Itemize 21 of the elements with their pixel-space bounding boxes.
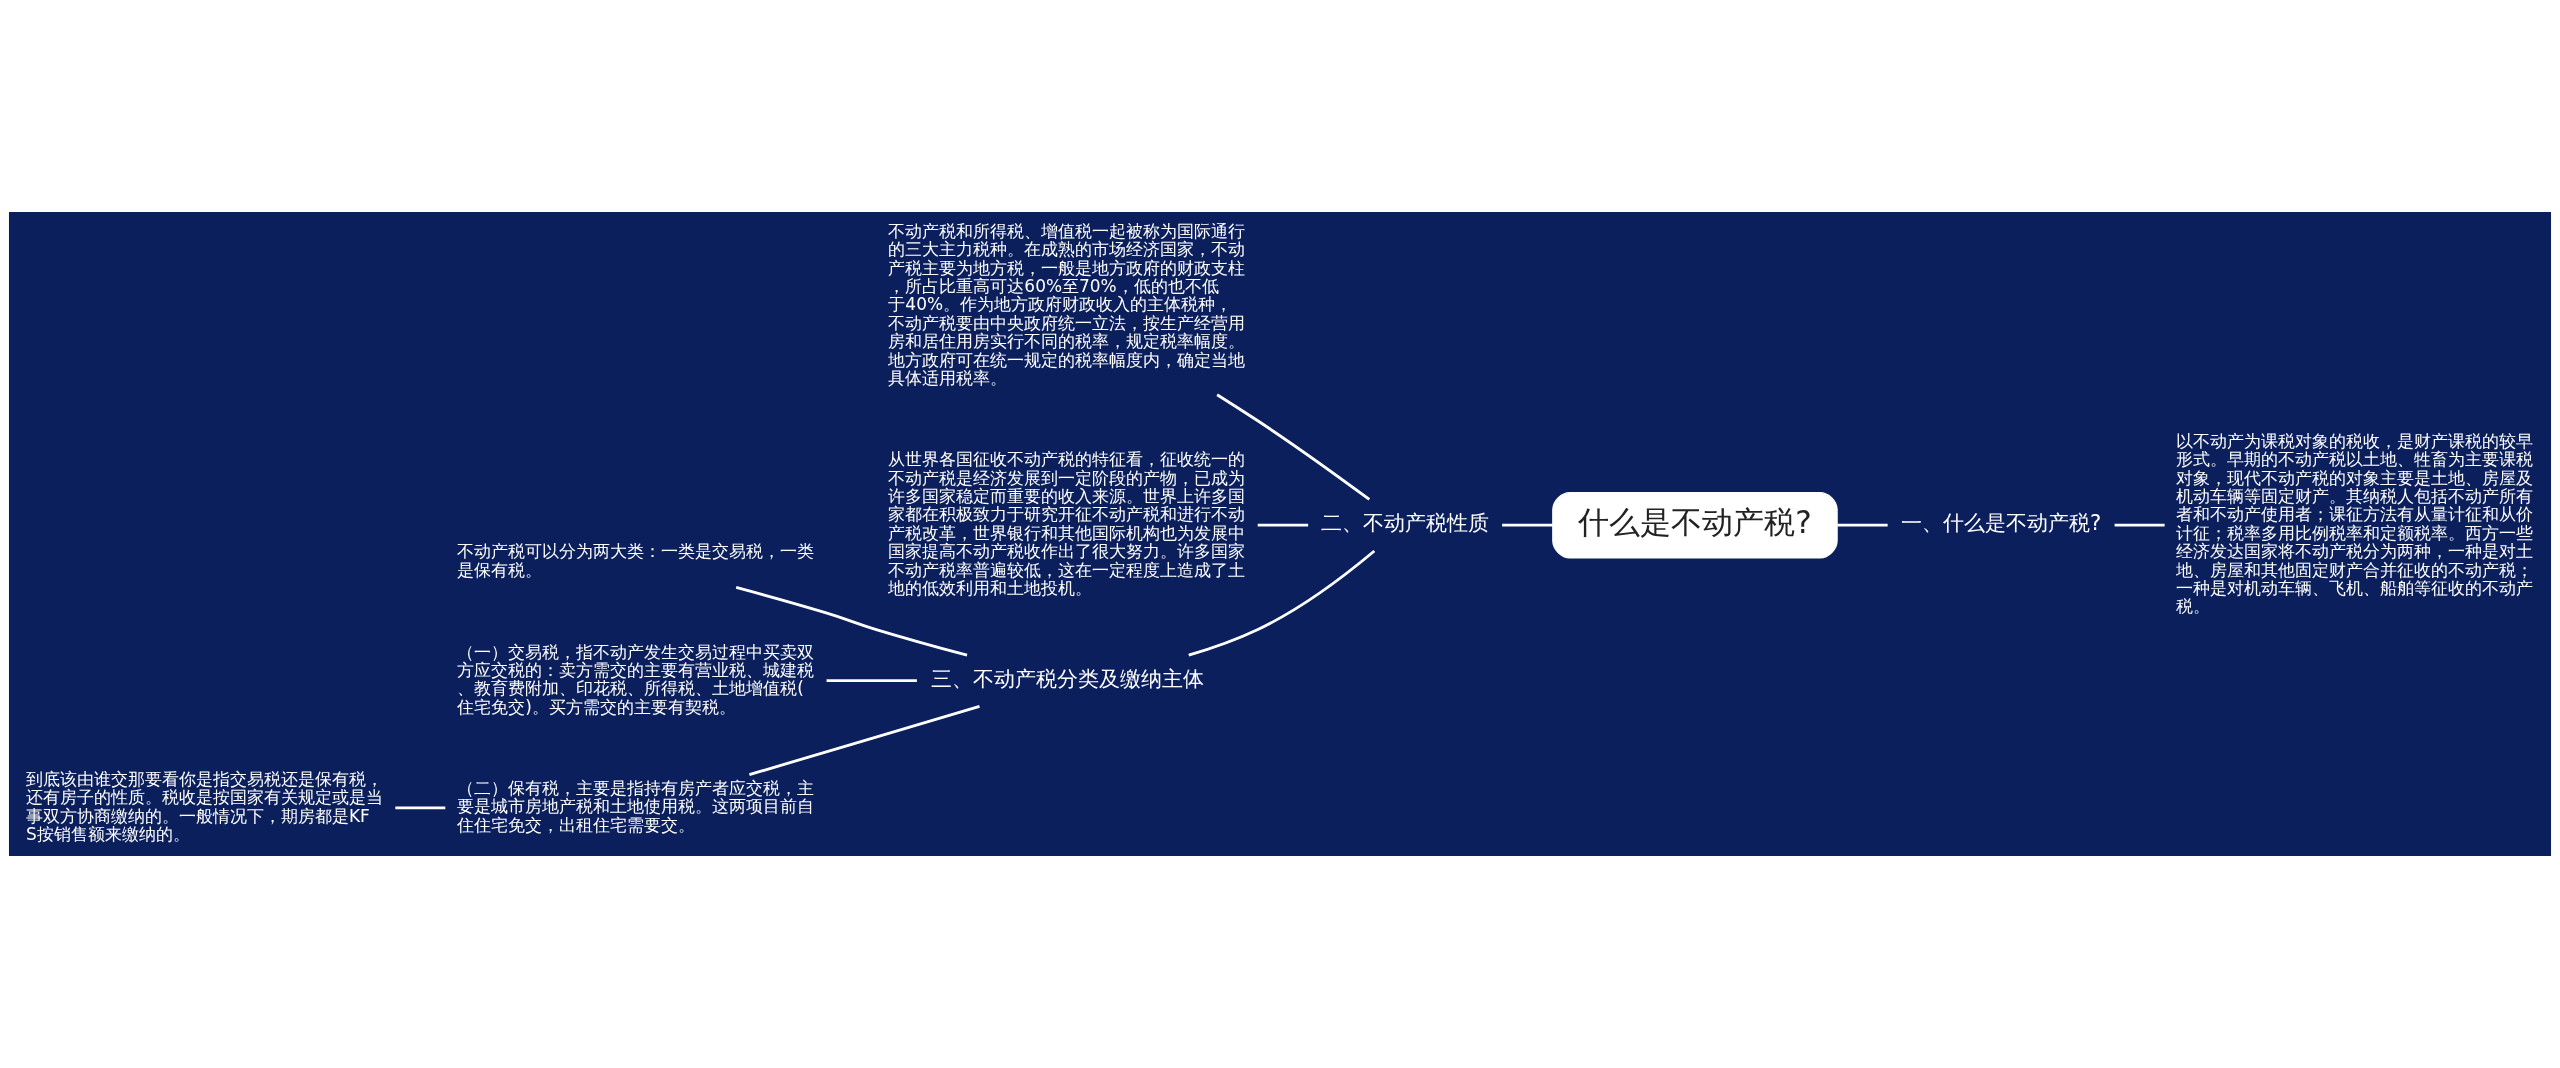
- connector: [2114, 523, 2165, 527]
- connector: [1837, 523, 1888, 527]
- connector: [1188, 549, 1376, 657]
- node-box: 什么是不动产税?: [1552, 491, 1838, 559]
- node-text: 不动产税和所得税、增值税一起被称为国际通行的三大主力税种。在成熟的市场经济国家，不动产税主要为地方税，一般是地方政府的财政支柱，所占比重高可达60%至70%，低的也不低于40%。作为地方政府财政收入的主体税种，不动产税要由中央政府统一立法，按生产经营用房和居住用房实行不同的税率，规定税率幅度。地方政府可在统一规定的税率幅度内，确定当地具体适用税率。: [888, 220, 1246, 388]
- connector: [749, 704, 980, 776]
- connector: [395, 806, 446, 810]
- node-text: 一、什么是不动产税?: [1900, 510, 2102, 536]
- connector: [1257, 523, 1309, 527]
- connector: [1502, 523, 1553, 527]
- node-text: 二、不动产税性质: [1321, 510, 1490, 536]
- node-text: 以不动产为课税对象的税收，是财产课税的较早形式。早期的不动产税以土地、牲畜为主要课税对象，现代不动产税的对象主要是土地、房屋及机动车辆等固定财产。其纳税人包括不动产所有者和不动产使用者；课征方法有从量计征和从价计征；税率多用比例税率和定额税率。西方一些经济发达国家将不动产税分为两种，一种是对土地、房屋和其他固定财产合并征收的不动产税；一种是对机动车辆、飞机、船舶等征收的不动产税。: [2176, 430, 2534, 617]
- connector: [735, 586, 968, 657]
- connector: [826, 679, 917, 683]
- node-text: 到底该由谁交那要看你是指交易税还是保有税，还有房子的性质。税收是按国家有关规定或是当事双方协商缴纳的。一般情况下，期房都是KFS按销售额来缴纳的。: [25, 768, 383, 844]
- connector: [1216, 393, 1371, 501]
- node-text: 不动产税可以分为两大类：一类是交易税，一类是保有税。: [457, 541, 815, 580]
- node-text: （一）交易税，指不动产发生交易过程中买卖双方应交税的：卖方需交的主要有营业税、城建税、教育费附加、印花税、所得税、土地增值税(住宅免交)。买方需交的主要有契税。: [457, 641, 815, 717]
- node-text: 三、不动产税分类及缴纳主体: [930, 665, 1204, 691]
- node-text: （二）保有税，主要是指持有房产者应交税，主要是城市房地产税和土地使用税。这两项目前自住住宅免交，出租住宅需要交。: [457, 777, 815, 835]
- node-text: 从世界各国征收不动产税的特征看，征收统一的不动产税是经济发展到一定阶段的产物，已成为许多国家稳定而重要的收入来源。世界上许多国家都在积极致力于研究开征不动产税和进行不动产税改革，世界银行和其他国际机构也为发展中国家提高不动产税收作出了很大努力。许多国家不动产税率普遍较低，这在一定程度上造成了土地的低效利用和土地投机。: [888, 449, 1246, 598]
